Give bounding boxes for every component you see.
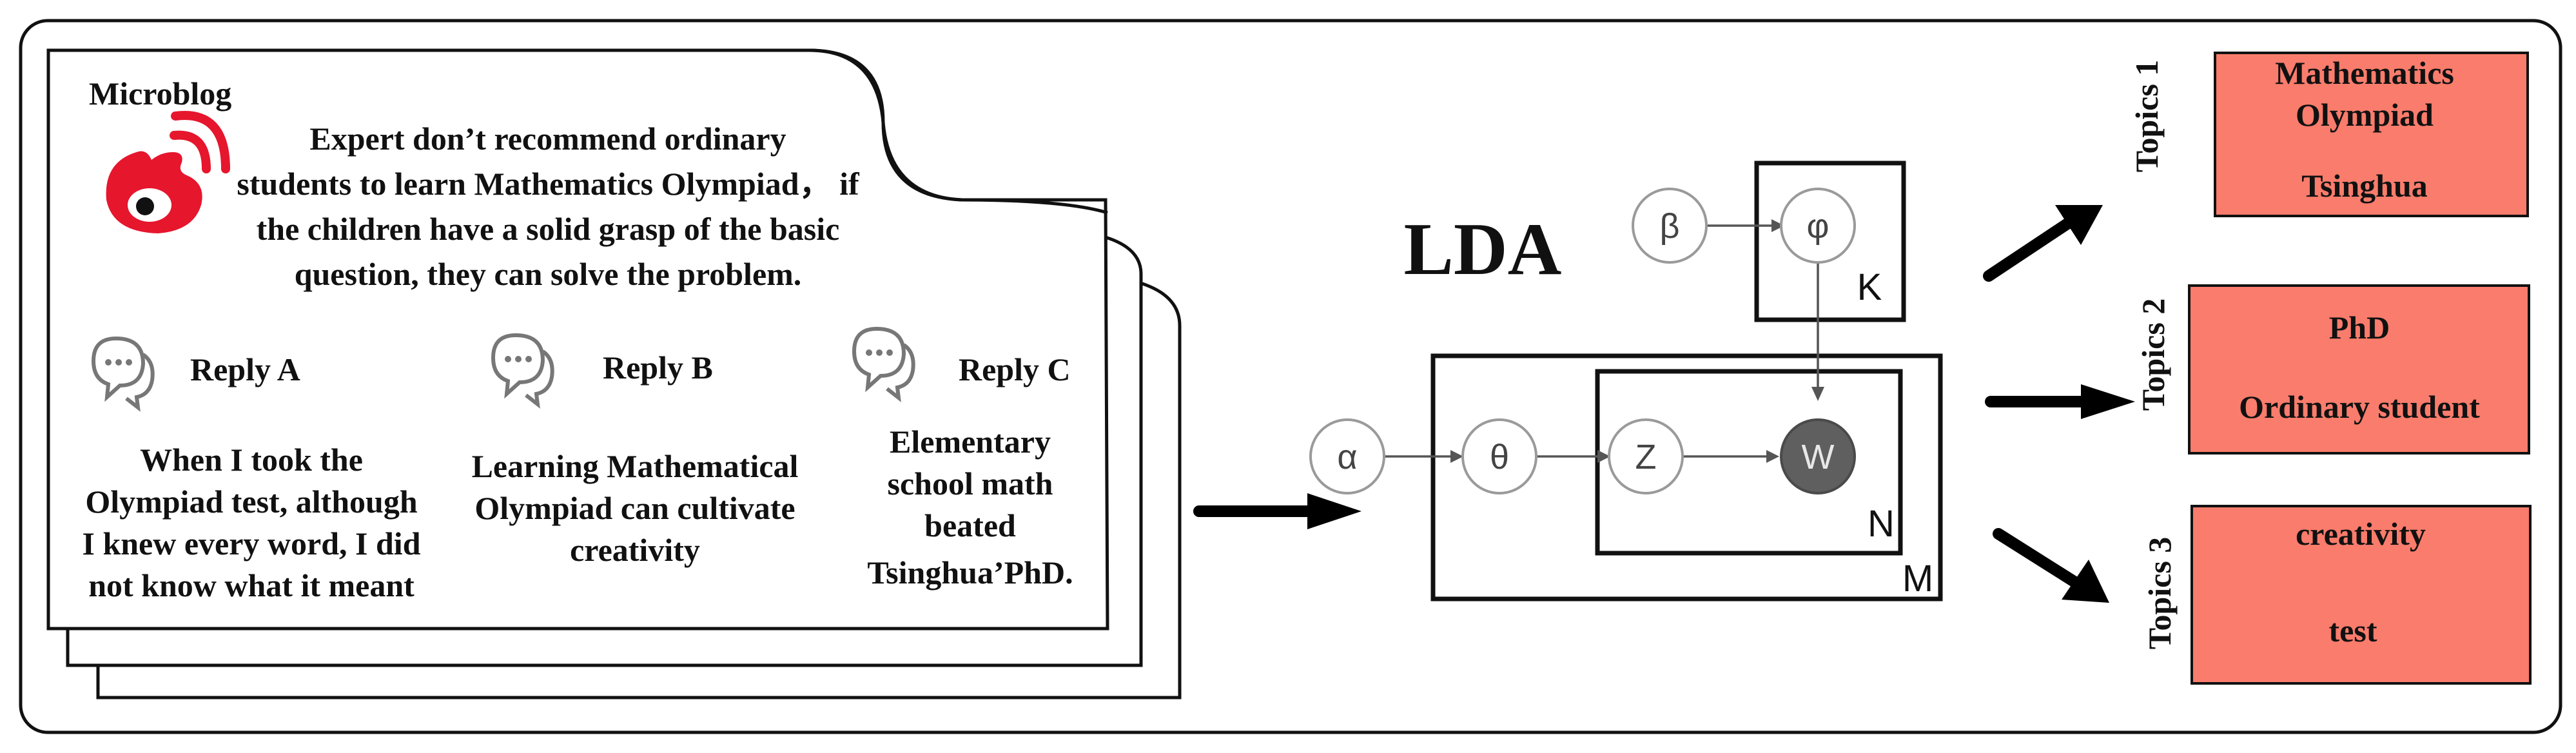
graph-edges (1384, 219, 1824, 463)
arrow-to-lda (1193, 493, 1361, 529)
topic-1: Topics 1 Mathematics Olympiad Tsinghua (2129, 52, 2529, 217)
reply-text-line: Learning Mathematical (472, 448, 799, 484)
plate-k (1754, 161, 1906, 322)
chat-bubbles-icon (852, 326, 915, 402)
topic-label: Topics 3 (2142, 537, 2178, 650)
reply-label: Reply C (959, 351, 1071, 387)
reply-text-line: Tsinghua’PhD. (867, 554, 1073, 591)
post-text-line: the children have a solid grasp of the b… (257, 211, 840, 247)
arrow-to-topic-1 (1983, 205, 2103, 282)
post-text-line: Expert don’t recommend ordinary (309, 121, 786, 157)
topic-box (2214, 52, 2529, 217)
reply-b: Reply B Learning Mathematical Olympiad c… (472, 333, 799, 568)
chat-bubbles-icon (91, 336, 155, 412)
node-phi-label: φ (1806, 207, 1829, 246)
arrow-to-topic-2 (1985, 384, 2135, 419)
weibo-logo-icon (106, 111, 230, 233)
node-theta-label: θ (1490, 438, 1509, 476)
node-z-label: Z (1635, 438, 1657, 476)
topic-label: Topics 2 (2135, 298, 2171, 411)
topic-label: Topics 1 (2129, 60, 2165, 173)
node-theta: θ (1461, 418, 1537, 494)
post-text-line: question, they can solve the problem. (295, 256, 802, 292)
node-phi: φ (1780, 188, 1856, 264)
lda-title: LDA (1404, 208, 1562, 291)
reply-text-line: When I took the (140, 442, 363, 478)
node-w: W (1780, 418, 1856, 494)
reply-text-line: creativity (570, 532, 700, 568)
topic-box (2191, 505, 2532, 685)
reply-text-line: Olympiad can cultivate (474, 490, 795, 526)
node-alpha: α (1309, 418, 1385, 494)
reply-a: Reply A When I took the Olympiad test, a… (82, 336, 421, 603)
microblog-label: Microblog (89, 75, 231, 112)
topic-word: PhD (2329, 309, 2390, 346)
topic-word: Ordinary student (2239, 389, 2480, 425)
reply-text-line: beated (924, 507, 1016, 543)
topic-word: Tsinghua (2301, 168, 2428, 204)
node-w-label: W (1802, 438, 1835, 476)
reply-text-line: Elementary (890, 424, 1051, 460)
topic-3: Topics 3 creativity test (2142, 505, 2532, 685)
topic-box (2188, 284, 2530, 455)
reply-text-line: not know what it meant (88, 567, 415, 603)
chat-bubbles-icon (491, 333, 554, 409)
arrow-to-topic-3 (1993, 528, 2109, 603)
plate-k-label: K (1857, 266, 1882, 308)
reply-text-line: I knew every word, I did (82, 525, 420, 562)
topic-2: Topics 2 PhD Ordinary student (2135, 284, 2530, 455)
topic-word: Olympiad (2296, 97, 2434, 133)
page-curl (808, 48, 1108, 215)
reply-text-line: school math (888, 465, 1053, 502)
node-z: Z (1608, 418, 1684, 494)
node-alpha-label: α (1337, 438, 1357, 476)
plate-n-label: N (1868, 503, 1895, 545)
topic-word: test (2329, 612, 2377, 649)
reply-label: Reply B (603, 349, 713, 386)
topic-word: creativity (2296, 516, 2426, 552)
reply-c: Reply C Elementary school math beated Ts… (852, 326, 1073, 591)
reply-text-line: Olympiad test, although (85, 484, 418, 520)
reply-label: Reply A (190, 351, 300, 387)
post-text-line: students to learn Mathematics Olympiad， … (237, 166, 860, 202)
plate-m-label: M (1902, 558, 1933, 600)
plate-m (1430, 353, 1943, 601)
node-beta-label: β (1659, 207, 1679, 246)
topic-word: Mathematics (2275, 55, 2454, 91)
node-beta: β (1632, 188, 1708, 264)
